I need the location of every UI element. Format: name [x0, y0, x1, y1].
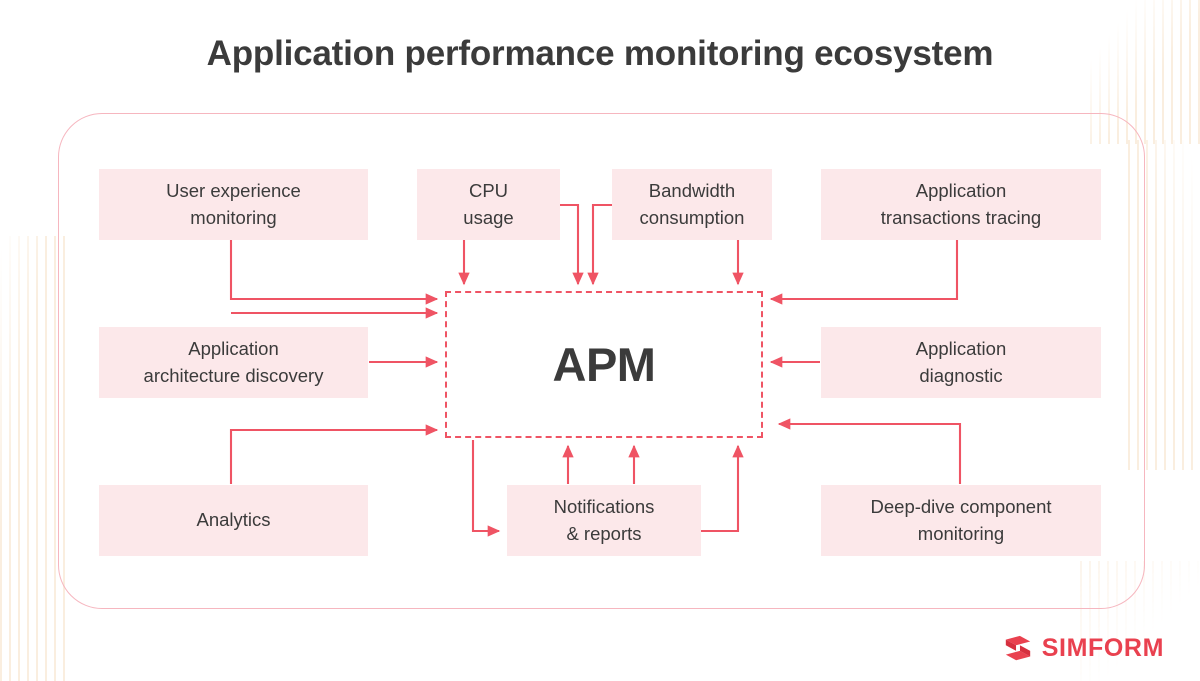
node-label: Application architecture discovery: [143, 338, 324, 386]
node-label: Application diagnostic: [915, 338, 1007, 386]
node-analytics[interactable]: Analytics: [99, 485, 368, 556]
node-label: Deep-dive component monitoring: [870, 496, 1052, 544]
node-label: Bandwidth consumption: [639, 180, 745, 228]
simform-logo-icon: [1003, 633, 1033, 663]
node-label: Application transactions tracing: [880, 180, 1042, 228]
node-user-experience-monitoring[interactable]: User experience monitoring: [99, 169, 368, 240]
node-label: User experience monitoring: [166, 180, 301, 228]
node-cpu-usage[interactable]: CPU usage: [417, 169, 560, 240]
node-bandwidth-consumption[interactable]: Bandwidth consumption: [612, 169, 772, 240]
page-title: Application performance monitoring ecosy…: [206, 34, 994, 73]
simform-brand: SIMFORM: [1003, 633, 1164, 663]
node-notifications-reports[interactable]: Notifications & reports: [507, 485, 701, 556]
apm-label: APM: [552, 338, 656, 391]
simform-wordmark: SIMFORM: [1041, 633, 1164, 662]
node-application-architecture-discovery[interactable]: Application architecture discovery: [99, 327, 368, 398]
node-apm-center[interactable]: APM: [445, 291, 763, 438]
node-label: Notifications & reports: [553, 496, 655, 544]
node-application-diagnostic[interactable]: Application diagnostic: [821, 327, 1101, 398]
node-deep-dive-component-monitoring[interactable]: Deep-dive component monitoring: [821, 485, 1101, 556]
node-label: Analytics: [196, 509, 271, 531]
node-label: CPU usage: [463, 180, 514, 228]
node-application-transactions-tracing[interactable]: Application transactions tracing: [821, 169, 1101, 240]
